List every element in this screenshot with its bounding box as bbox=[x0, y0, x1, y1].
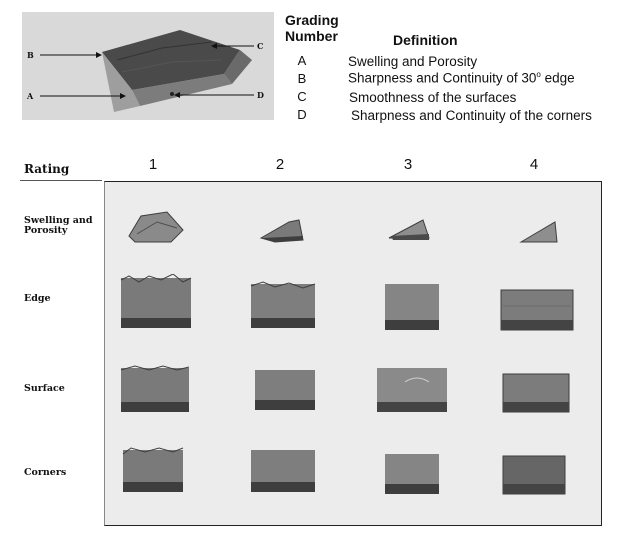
row-label-edge: Edge bbox=[24, 293, 51, 304]
grade-code-b: B bbox=[297, 71, 307, 86]
label-d: D bbox=[257, 90, 264, 100]
specimen-corners-3 bbox=[383, 452, 441, 496]
specimen-surface-1 bbox=[119, 364, 191, 416]
grade-code-d: D bbox=[297, 107, 307, 122]
specimen-swelling-4 bbox=[519, 220, 559, 244]
rating-header: Rating bbox=[24, 162, 70, 176]
row-label-swelling: Swelling and Porosity bbox=[24, 216, 92, 236]
specimen-corners-4 bbox=[501, 454, 567, 496]
label-b: B bbox=[27, 50, 34, 60]
degree-sup: o bbox=[536, 70, 541, 79]
reference-specimen-photo: B A C D bbox=[22, 12, 274, 120]
specimen-edge-2 bbox=[249, 280, 317, 332]
specimen-surface-3 bbox=[375, 366, 449, 414]
specimen-corners-2 bbox=[249, 446, 317, 496]
row-label-corners: Corners bbox=[24, 467, 67, 478]
specimen-edge-3 bbox=[383, 282, 441, 332]
grade-definition-b: Sharpness and Continuity of 30o edge bbox=[348, 70, 575, 86]
specimen-swelling-1 bbox=[127, 210, 189, 244]
definition-header: Definition bbox=[393, 32, 458, 48]
grade-definition-b-text: Sharpness and Continuity of 30 bbox=[348, 70, 537, 86]
rating-column-3: 3 bbox=[403, 156, 413, 173]
specimen-edge-1 bbox=[119, 274, 193, 332]
specimen-swelling-2 bbox=[259, 218, 307, 244]
specimen-corners-1 bbox=[121, 446, 185, 496]
specimen-swelling-3 bbox=[387, 218, 433, 244]
grade-definition-d: Sharpness and Continuity of the corners bbox=[351, 108, 592, 123]
rating-column-2: 2 bbox=[275, 156, 285, 173]
label-c: C bbox=[257, 41, 264, 51]
grading-number-header: Grading Number bbox=[285, 12, 339, 44]
grade-definition-a: Swelling and Porosity bbox=[348, 54, 478, 69]
specimen-edge-4 bbox=[499, 288, 575, 332]
row-label-swelling-line1: Swelling and bbox=[24, 215, 93, 226]
rating-column-1: 1 bbox=[148, 156, 158, 173]
specimen-surface-4 bbox=[501, 372, 571, 414]
row-label-surface: Surface bbox=[24, 383, 65, 394]
rating-column-4: 4 bbox=[529, 156, 539, 173]
specimen-surface-2 bbox=[253, 366, 317, 414]
specimen-photo-panel bbox=[104, 181, 602, 526]
rating-underline bbox=[20, 180, 102, 181]
grade-code-c: C bbox=[297, 89, 307, 104]
grade-code-a: A bbox=[297, 53, 307, 68]
grade-definition-b-suffix: edge bbox=[544, 70, 575, 86]
grading-header-line1: Grading bbox=[285, 12, 339, 28]
grade-definition-c: Smoothness of the surfaces bbox=[349, 90, 517, 105]
label-a: A bbox=[27, 91, 34, 101]
grading-header-line2: Number bbox=[285, 28, 338, 44]
row-label-swelling-line2: Porosity bbox=[24, 225, 68, 236]
